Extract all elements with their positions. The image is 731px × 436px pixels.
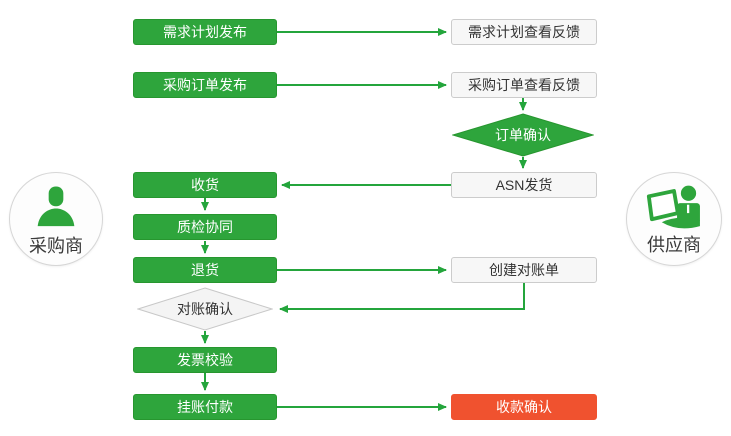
- decision-statement-confirmation: 对账确认: [137, 287, 273, 331]
- step-po-publish: 采购订单发布: [133, 72, 277, 98]
- step-quality-collaboration: 质检协同: [133, 214, 277, 240]
- step-returns: 退货: [133, 257, 277, 283]
- step-book-payment: 挂账付款: [133, 394, 277, 420]
- step-asn-shipment: ASN发货: [451, 172, 597, 198]
- decision-label: 对账确认: [177, 301, 233, 317]
- actor-label: 供应商: [647, 234, 701, 255]
- step-receiving: 收货: [133, 172, 277, 198]
- diamond-shape: [137, 287, 273, 331]
- diamond-shape: [452, 113, 594, 157]
- decision-order-confirmation: 订单确认: [452, 113, 594, 157]
- step-po-feedback: 采购订单查看反馈: [451, 72, 597, 98]
- person-computer-icon: [645, 184, 703, 230]
- actor-buyer: 采购商: [9, 172, 103, 266]
- actor-supplier: 供应商: [626, 172, 722, 266]
- decision-label: 订单确认: [495, 127, 551, 143]
- step-payment-receipt-confirmation: 收款确认: [451, 394, 597, 420]
- step-create-statement: 创建对账单: [451, 257, 597, 283]
- step-invoice-verification: 发票校验: [133, 347, 277, 373]
- step-demand-plan-publish: 需求计划发布: [133, 19, 277, 45]
- person-icon: [34, 183, 78, 231]
- actor-label: 采购商: [29, 235, 83, 256]
- step-demand-plan-feedback: 需求计划查看反馈: [451, 19, 597, 45]
